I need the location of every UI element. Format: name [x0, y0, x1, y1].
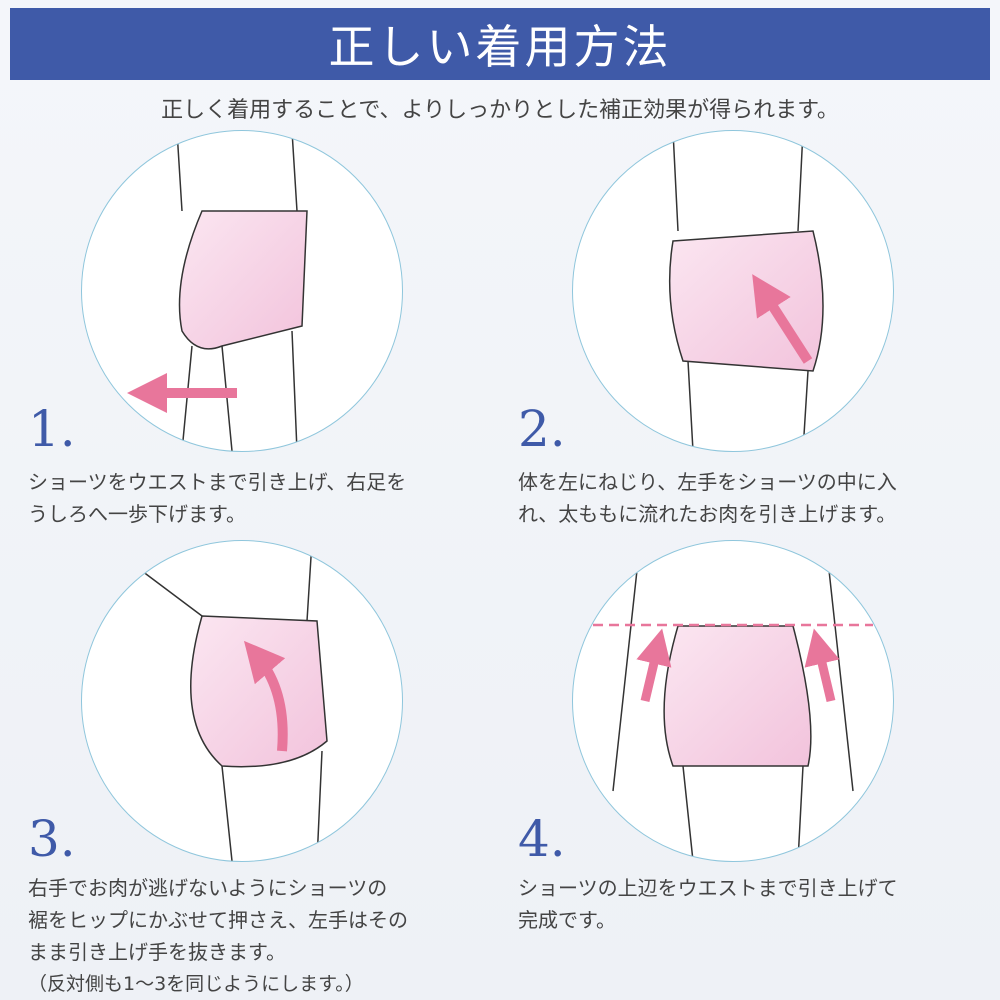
- step-3-illustration: [81, 540, 403, 862]
- step-3-number: 3.: [28, 810, 76, 868]
- text-line: 完成です。: [518, 908, 616, 932]
- step-2-number: 2.: [518, 400, 566, 458]
- step-1-illustration: [81, 130, 403, 452]
- text-line: ショーツをウエストまで引き上げ、右足を: [28, 470, 407, 494]
- text-line: 体を左にねじり、左手をショーツの中に入: [518, 470, 897, 494]
- step-4-description: ショーツの上辺をウエストまで引き上げて 完成です。: [518, 872, 978, 936]
- step-4-illustration: [572, 540, 894, 862]
- text-line: うしろへ一歩下げます。: [28, 502, 246, 526]
- text-line: ショーツの上辺をウエストまで引き上げて: [518, 876, 898, 900]
- subtitle: 正しく着用することで、よりしっかりとした補正効果が得られます。: [161, 98, 839, 123]
- text-line: れ、太ももに流れたお肉を引き上げます。: [518, 502, 897, 526]
- step-3-description: 右手でお肉が逃げないようにショーツの 裾をヒップにかぶせて押さえ、左手はその ま…: [28, 872, 488, 1000]
- step-3-note: （反対側も1〜3を同じようにします。）: [28, 973, 364, 995]
- page-title: 正しい着用方法: [328, 20, 672, 74]
- title-banner: 正しい着用方法: [10, 8, 990, 80]
- step-1-description: ショーツをウエストまで引き上げ、右足を うしろへ一歩下げます。: [28, 466, 488, 530]
- step-1-number: 1.: [28, 400, 76, 458]
- step-2-description: 体を左にねじり、左手をショーツの中に入 れ、太ももに流れたお肉を引き上げます。: [518, 466, 978, 530]
- step-2-illustration: [572, 130, 894, 452]
- text-line: 裾をヒップにかぶせて押さえ、左手はその: [28, 908, 408, 932]
- step-4-number: 4.: [518, 810, 566, 868]
- text-line: 右手でお肉が逃げないようにショーツの: [28, 876, 388, 900]
- text-line: まま引き上げ手を抜きます。: [28, 940, 286, 964]
